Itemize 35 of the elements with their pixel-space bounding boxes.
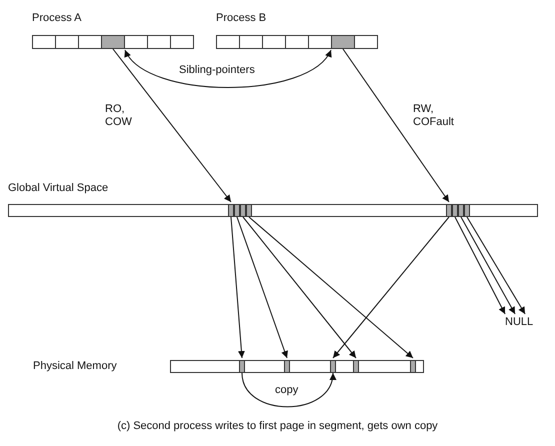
arrow	[124, 50, 332, 88]
arrow	[460, 216, 516, 314]
null-label: NULL	[505, 316, 534, 329]
arrow	[230, 216, 245, 358]
page-cell	[410, 360, 416, 373]
page-cell	[446, 204, 452, 217]
page-cell	[331, 35, 355, 49]
figure-caption: (c) Second process writes to first page in segment, gets own copy	[117, 420, 438, 432]
bar-title: Process B	[216, 12, 266, 25]
page-cell	[240, 204, 246, 217]
page-cell	[246, 204, 252, 217]
arrow	[466, 216, 526, 314]
edge-label: Sibling-pointers	[178, 64, 256, 77]
bar-title: Physical Memory	[33, 360, 117, 373]
arrow	[342, 48, 450, 202]
page-cell	[330, 360, 336, 373]
arrow	[248, 216, 414, 358]
page-cell	[239, 360, 245, 373]
bar-title: Process A	[32, 12, 82, 25]
page-cell	[228, 204, 234, 217]
bar-title: Global Virtual Space	[8, 182, 108, 195]
arrow	[454, 216, 506, 314]
page-cell	[234, 204, 240, 217]
page-cell	[101, 35, 125, 49]
edge-label: copy	[274, 384, 300, 397]
page-cell	[284, 360, 290, 373]
page-cell	[353, 360, 359, 373]
arrow	[112, 48, 232, 202]
arrow	[332, 216, 450, 358]
page-cell	[464, 204, 470, 217]
page-cell	[452, 204, 458, 217]
arrow	[236, 216, 288, 358]
arrow	[242, 216, 356, 358]
page-cell	[458, 204, 464, 217]
arrow	[242, 372, 336, 408]
